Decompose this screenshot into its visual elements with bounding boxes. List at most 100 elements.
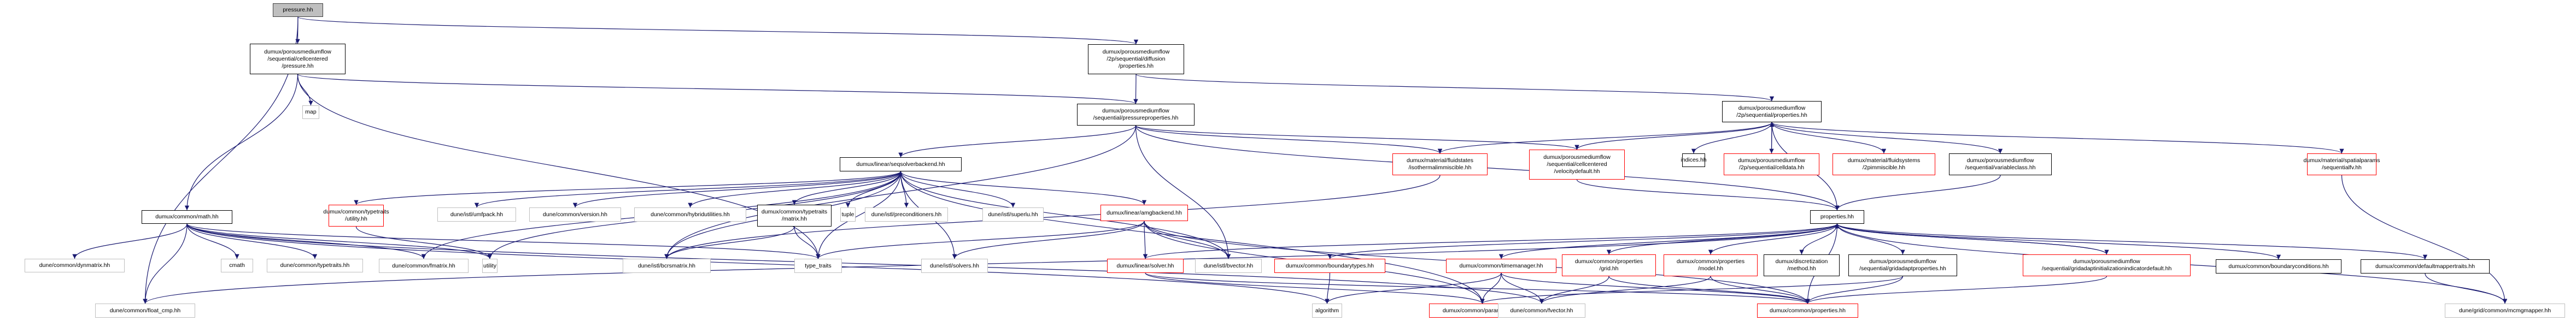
graph-node-precond: dune/istl/preconditioners.hh <box>865 207 948 222</box>
graph-node-fvector: dune/common/fvector.hh <box>1498 304 1585 318</box>
edge-amg-to-solver <box>1143 221 1148 259</box>
edge-properties-to-float_cmp <box>143 223 1838 304</box>
graph-node-defmapper[interactable]: dumux/common/defaultmappertraits.hh <box>2361 259 2490 274</box>
edge-ccpressure-to-pressprops <box>297 74 1138 104</box>
edge-defmapper-to-mcmg <box>2425 273 2508 304</box>
edge-twopprops-to-velocity <box>1574 122 1772 150</box>
edge-properties-to-gridadapt <box>1836 223 1905 255</box>
graph-node-superlu: dune/istl/superlu.hh <box>982 207 1044 222</box>
edge-math-to-dynmatrix <box>72 223 188 259</box>
edge-math-to-cmath <box>186 223 239 259</box>
edge-math-to-utility <box>186 223 493 259</box>
edge-properties-to-boundcond <box>1836 223 2281 260</box>
edge-pressprops-to-bcrs <box>664 125 1137 259</box>
edge-seqsolver-to-precond <box>900 171 909 208</box>
graph-node-utility: utility <box>482 259 497 273</box>
edge-twopprops-to-indices <box>1691 122 1772 154</box>
graph-node-isotherm[interactable]: dumux/material/fluidstates /isothermalim… <box>1392 153 1488 175</box>
edge-ccpressure-to-map <box>297 74 313 106</box>
edge-gridadapt-to-cprops <box>1805 276 1904 304</box>
edge-seqsolver-to-params <box>900 171 1485 304</box>
graph-node-tuple: tuple <box>840 207 856 222</box>
edge-seqsolver-to-utility_hh <box>354 171 901 205</box>
graph-node-ccpressure[interactable]: dumux/porousmediumflow /sequential/cellc… <box>250 44 346 74</box>
graph-node-boundtypes[interactable]: dumux/common/boundarytypes.hh <box>1274 259 1385 273</box>
graph-node-boundcond[interactable]: dumux/common/boundaryconditions.hh <box>2216 259 2341 274</box>
graph-node-utility_hh[interactable]: dumux/common/typetraits /utility.hh <box>323 205 389 227</box>
graph-node-spatial[interactable]: dumux/material/spatialparams /sequential… <box>2303 153 2380 175</box>
edge-gridadapt-to-params <box>1480 276 1904 304</box>
edge-timemgr-to-cprops <box>1501 272 1810 304</box>
graph-node-root[interactable]: pressure.hh <box>273 3 323 17</box>
graph-node-indices[interactable]: indices.hh <box>1681 153 1707 167</box>
graph-node-diffprops[interactable]: dumux/porousmediumflow /2p/sequential/di… <box>1088 44 1184 74</box>
edge-seqsolver-to-type_traits <box>816 171 901 259</box>
edge-properties-to-defmapper <box>1836 223 2427 260</box>
graph-node-bcrs: dune/istl/bcrsmatrix.hh <box>623 259 711 273</box>
graph-node-cmath: cmath <box>221 259 253 272</box>
graph-node-umfpack: dune/istl/umfpack.hh <box>437 207 516 222</box>
graph-node-method[interactable]: dumux/discretization /method.hh <box>1764 254 1840 276</box>
graph-node-amg[interactable]: dumux/linear/amgbackend.hh <box>1100 205 1188 221</box>
edge-properties-to-pmodel <box>1708 223 1838 255</box>
edge-twopprops-to-isotherm <box>1437 122 1772 154</box>
edge-pressprops-to-seqsolver <box>898 125 1137 158</box>
graph-node-twopprops[interactable]: dumux/porousmediumflow /2p/sequential/pr… <box>1722 101 1822 122</box>
graph-node-velocity[interactable]: dumux/porousmediumflow /sequential/cellc… <box>1529 150 1625 180</box>
edge-utility_hh-to-utility <box>355 226 493 259</box>
graph-node-varclass[interactable]: dumux/porousmediumflow /sequential/varia… <box>1949 153 2052 175</box>
edge-math-to-dtypetraits <box>186 223 318 259</box>
edge-pressprops-to-velocity <box>1135 125 1579 150</box>
edge-velocity-to-properties <box>1576 179 1840 211</box>
edge-properties-to-solver <box>1143 223 1838 259</box>
edge-twopprops-to-varclass <box>1771 122 2003 154</box>
edge-root-to-diffprops <box>297 16 1138 45</box>
edge-gridinit-to-cprops <box>1805 276 2107 304</box>
edge-twopprops-to-twopimm <box>1771 122 1887 154</box>
graph-node-seqsolver[interactable]: dumux/linear/seqsolverbackend.hh <box>840 157 962 171</box>
graph-node-dtypetraits: dune/common/typetraits.hh <box>267 259 363 272</box>
edge-pmodel-to-fvector <box>1539 276 1711 304</box>
edge-math-to-fmatrix <box>186 223 426 259</box>
graph-node-math[interactable]: dumux/common/math.hh <box>142 210 232 224</box>
edge-properties-to-timemgr <box>1498 223 1838 259</box>
graph-node-properties[interactable]: properties.hh <box>1810 210 1864 224</box>
edge-diffprops-to-pressprops <box>1133 74 1138 104</box>
graph-node-pmodel[interactable]: dumux/common/properties /model.hh <box>1664 254 1758 276</box>
edge-pressprops-to-bvector <box>1135 125 1231 259</box>
graph-node-solvers: dune/istl/solvers.hh <box>921 259 988 273</box>
graph-node-type_traits: type_traits <box>794 259 842 273</box>
edge-seqsolver-to-amg <box>900 171 1147 205</box>
graph-node-algorithm: algorithm <box>1312 304 1342 318</box>
edge-seqsolver-to-tmatrix <box>792 171 901 205</box>
graph-node-hybrid: dune/common/hybridutilities.hh <box>634 207 746 222</box>
graph-node-gridadapt[interactable]: dumux/porousmediumflow /sequential/grida… <box>1848 254 1957 276</box>
graph-node-map: map <box>302 105 319 119</box>
graph-node-solver[interactable]: dumux/linear/solver.hh <box>1107 259 1184 273</box>
edge-timemgr-to-algorithm <box>1325 272 1502 304</box>
edge-seqsolver-to-version <box>572 171 901 208</box>
edge-properties-to-boundtypes <box>1327 223 1838 259</box>
graph-node-cprops[interactable]: dumux/common/properties.hh <box>1757 304 1858 318</box>
edge-solver-to-cprops <box>1145 272 1810 304</box>
graph-node-twopimm[interactable]: dumux/material/fluidsystems /2pimmiscibl… <box>1833 153 1935 175</box>
edge-seqsolver-to-hybrid <box>688 171 901 208</box>
graph-node-timemgr[interactable]: dumux/common/timemanager.hh <box>1446 259 1556 273</box>
graph-node-pgrid[interactable]: dumux/common/properties /grid.hh <box>1562 254 1656 276</box>
graph-node-pressprops[interactable]: dumux/porousmediumflow /sequential/press… <box>1077 104 1195 126</box>
edge-amg-to-solvers <box>952 221 1145 259</box>
edge-diffprops-to-twopprops <box>1135 74 1774 102</box>
edge-seqsolver-to-bvector <box>900 171 1231 259</box>
graph-node-gridinit[interactable]: dumux/porousmediumflow /sequential/grida… <box>2023 254 2191 276</box>
graph-node-tmatrix[interactable]: dumux/common/typetraits /matrix.hh <box>757 205 832 227</box>
edge-amg-to-bvector <box>1144 221 1231 259</box>
edge-math-to-float_cmp <box>143 223 188 304</box>
edge-pressprops-to-isotherm <box>1135 125 1443 154</box>
edge-spatial-to-mcmg <box>2341 175 2508 304</box>
edge-solver-to-params <box>1145 272 1485 304</box>
graph-node-mcmg: dune/grid/common/mcmgmapper.hh <box>2445 304 2565 318</box>
edge-amg-to-type_traits <box>816 221 1145 259</box>
edge-twopprops-to-spatial <box>1771 122 2344 154</box>
graph-node-celldata[interactable]: dumux/porousmediumflow /2p/sequential/ce… <box>1724 153 1819 175</box>
edge-math-to-type_traits <box>186 223 821 259</box>
